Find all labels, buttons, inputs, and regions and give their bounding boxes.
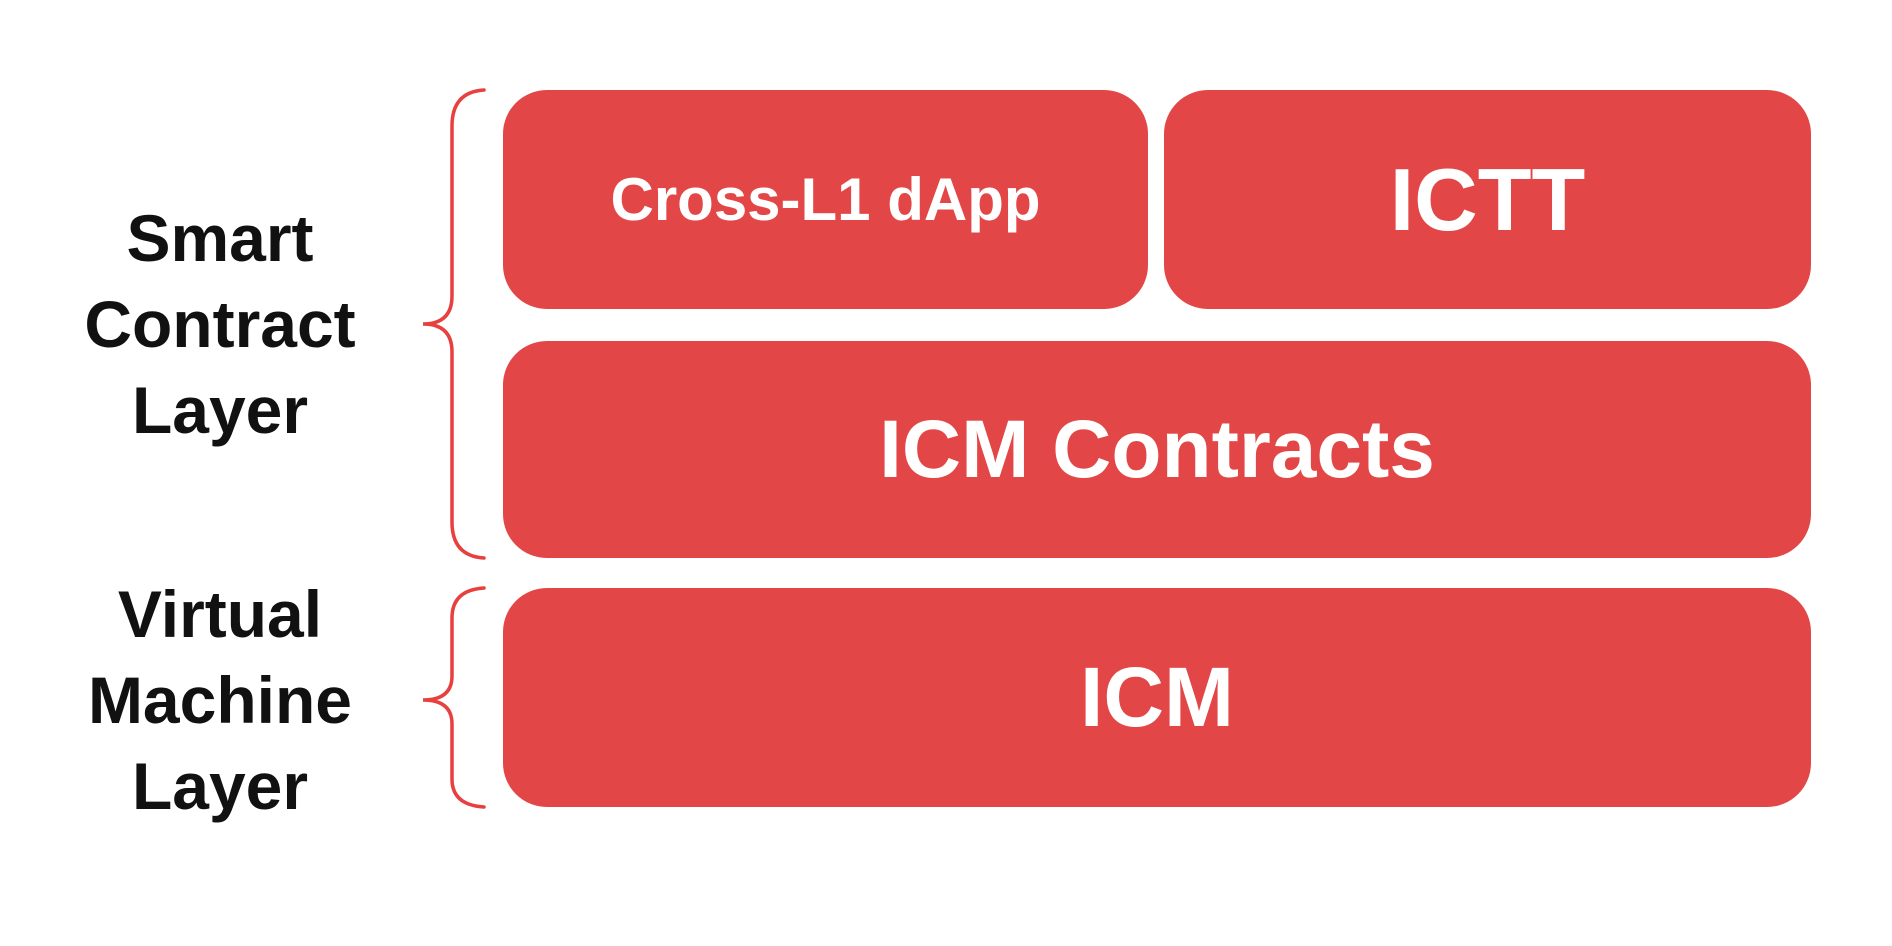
cross-l1-dapp-box: Cross-L1 dApp [503, 90, 1148, 309]
icm-box-label: ICM [1080, 650, 1234, 744]
virtual-machine-layer-label-line-2: Machine [87, 663, 353, 737]
virtual-machine-layer-label-line-1: Virtual [117, 577, 323, 651]
ictt-box-label: ICTT [1389, 149, 1586, 249]
smart-contract-layer-brace [422, 88, 486, 560]
cross-l1-dapp-box-label: Cross-L1 dApp [610, 166, 1041, 233]
smart-contract-layer-label-line-2: Contract [84, 287, 356, 361]
icm-box: ICM [503, 588, 1811, 807]
ictt-box: ICTT [1164, 90, 1811, 309]
virtual-machine-layer-brace [422, 586, 486, 809]
virtual-machine-layer-label-line-3: Layer [131, 749, 309, 823]
smart-contract-layer-label: Smart Contract Layer [30, 195, 410, 453]
virtual-machine-layer-label: Virtual Machine Layer [30, 571, 410, 829]
smart-contract-layer-label-line-3: Layer [131, 373, 309, 447]
smart-contract-layer-label-line-1: Smart [126, 201, 314, 275]
icm-contracts-box-label: ICM Contracts [879, 403, 1435, 495]
icm-contracts-box: ICM Contracts [503, 341, 1811, 558]
